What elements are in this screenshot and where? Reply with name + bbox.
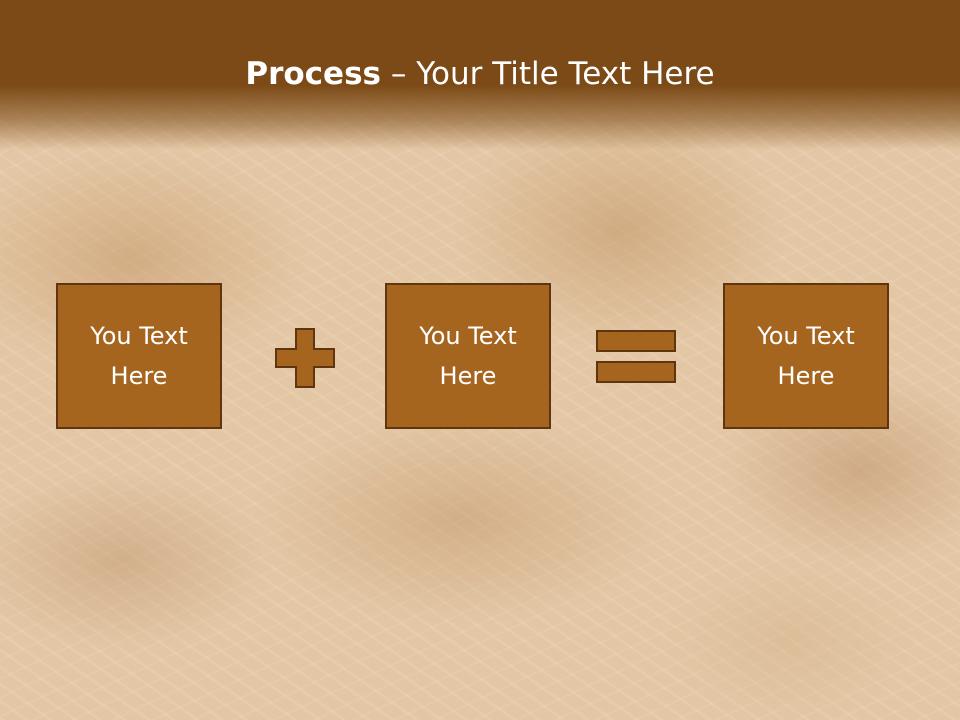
title-bold: Process (245, 56, 381, 92)
step-box-1-text: You Text Here (69, 316, 209, 396)
step-box-1-line1: You Text (90, 322, 188, 350)
equals-icon (596, 330, 676, 383)
plus-icon (275, 328, 335, 388)
step-box-2-line1: You Text (419, 322, 517, 350)
step-box-1[interactable]: You Text Here (56, 283, 222, 429)
step-box-2[interactable]: You Text Here (385, 283, 551, 429)
step-box-3-line2: Here (777, 362, 835, 390)
header-band (0, 0, 960, 150)
step-box-2-text: You Text Here (398, 316, 538, 396)
title-rest: Your Title Text Here (416, 56, 715, 92)
title-separator: – (381, 56, 417, 92)
step-box-3-line1: You Text (757, 322, 855, 350)
step-box-1-line2: Here (110, 362, 168, 390)
slide-title[interactable]: Process – Your Title Text Here (0, 50, 960, 98)
step-box-3[interactable]: You Text Here (723, 283, 889, 429)
step-box-2-line2: Here (439, 362, 497, 390)
step-box-3-text: You Text Here (736, 316, 876, 396)
